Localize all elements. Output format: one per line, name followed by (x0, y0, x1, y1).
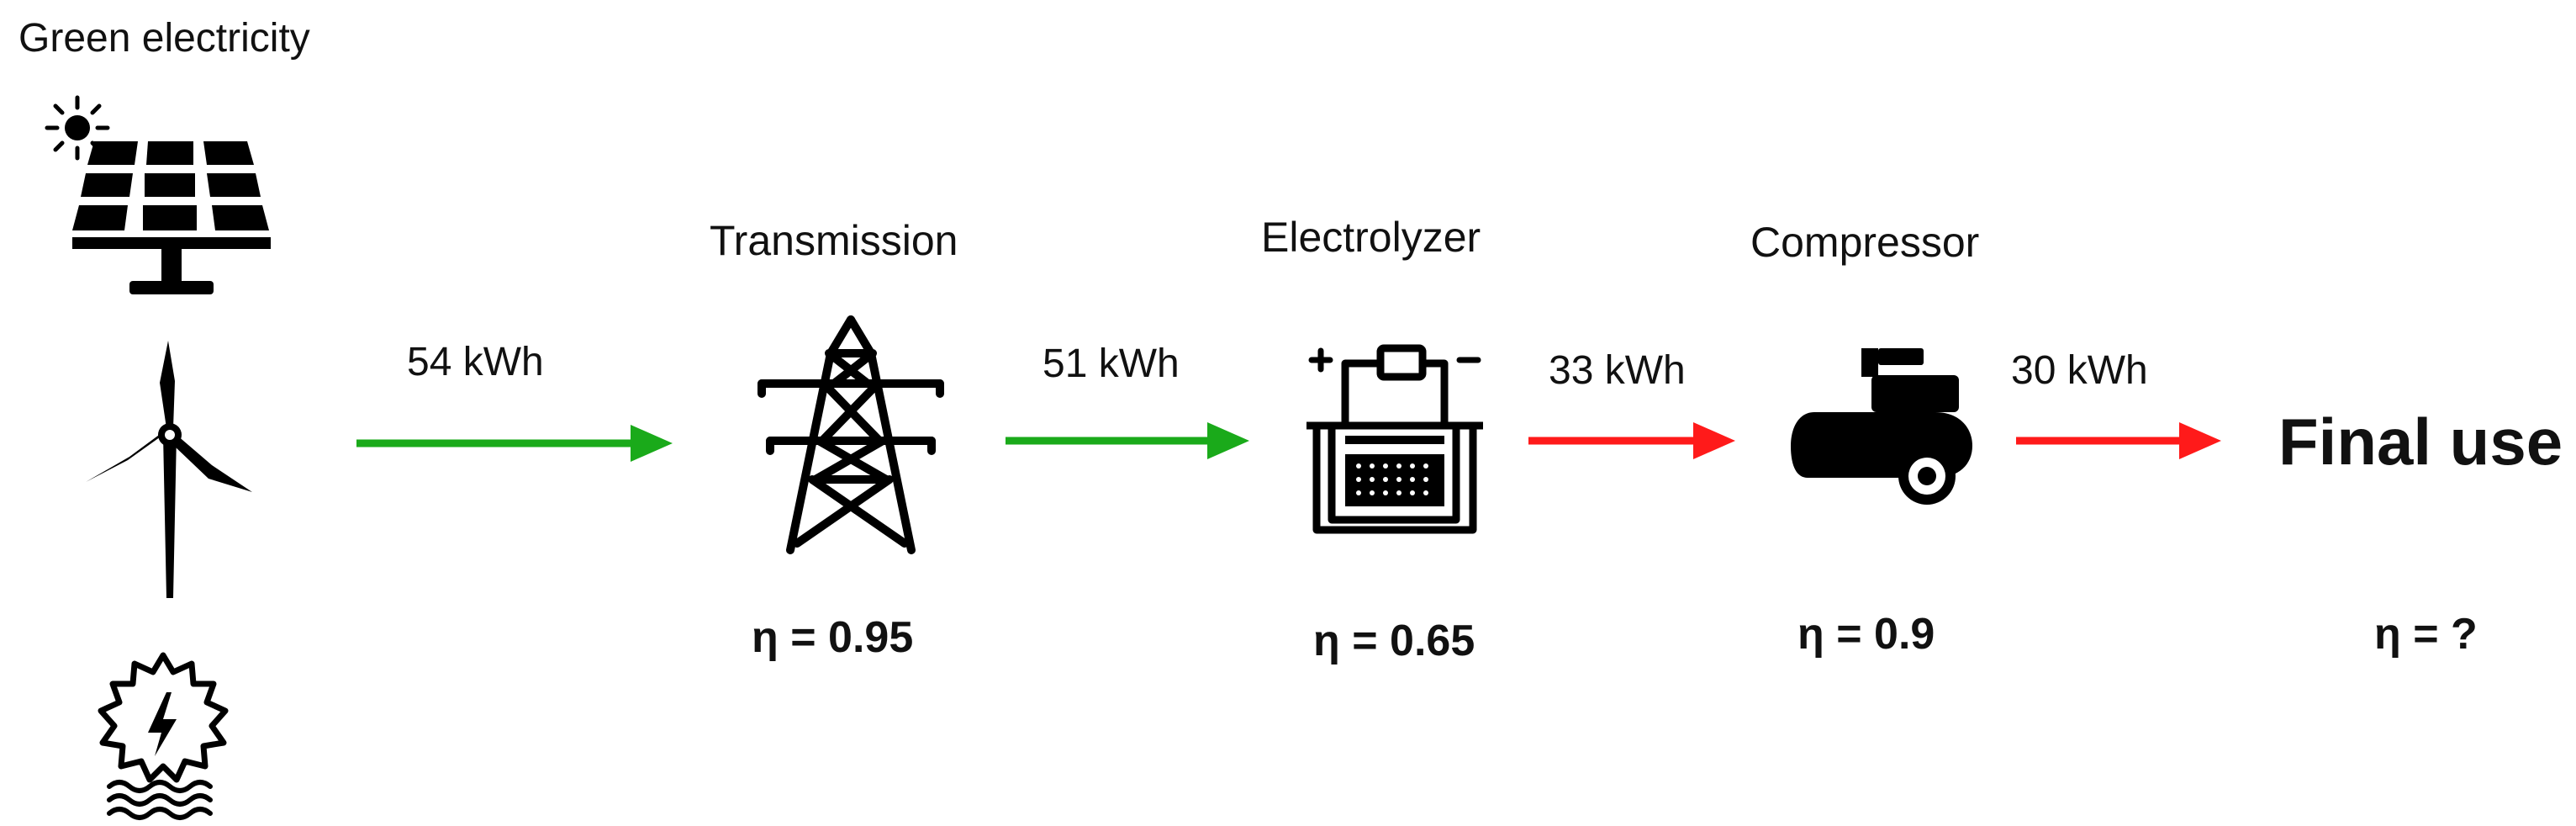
stage-title-transmission: Transmission (710, 217, 958, 264)
source-title: Green electricity (18, 16, 310, 61)
flow-label: 33 kWh (1549, 348, 1686, 393)
efficiency-final: η = ? (2374, 610, 2478, 659)
efficiency-electrolyzer: η = 0.65 (1313, 617, 1475, 665)
hydro-power-icon (98, 652, 229, 820)
efficiency-compressor: η = 0.9 (1797, 610, 1935, 659)
stage-title-compressor: Compressor (1750, 219, 1980, 266)
flow-arrow (356, 425, 673, 462)
flow-arrow (1006, 422, 1249, 459)
wind-turbine-icon (86, 341, 252, 598)
flow-label: 54 kWh (407, 340, 544, 384)
flow-label: 30 kWh (2011, 348, 2148, 393)
electrolyzer-icon (1306, 344, 1483, 534)
efficiency-transmission: η = 0.95 (752, 613, 914, 662)
transmission-tower-icon (757, 315, 944, 554)
flow-label: 51 kWh (1043, 342, 1180, 386)
compressor-icon (1791, 348, 1972, 505)
sun-icon (45, 95, 110, 161)
flow-arrow (1528, 422, 1735, 459)
stage-title-electrolyzer: Electrolyzer (1261, 214, 1481, 261)
final-use-label: Final use (2278, 405, 2563, 479)
flow-arrow (2016, 422, 2221, 459)
solar-panel-icon (72, 141, 271, 294)
